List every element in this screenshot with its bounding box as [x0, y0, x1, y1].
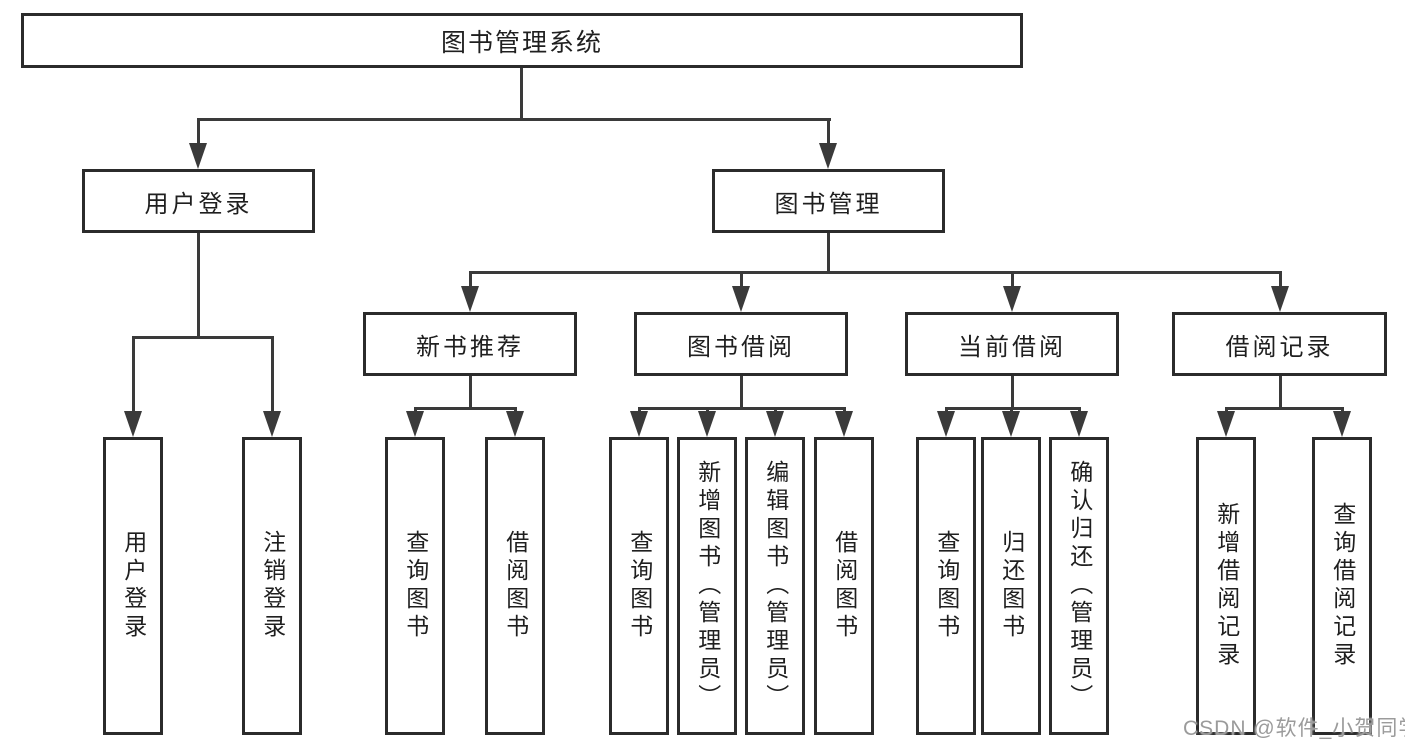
connector-current-borrow-stem — [1011, 376, 1014, 410]
leaf-query-books-2: 查询图书 — [609, 437, 669, 735]
connector-user-login-split — [132, 336, 274, 339]
leaf-edit-books-admin-label: 编辑图书（管理员） — [762, 460, 789, 712]
arrow-down-icon — [1333, 411, 1351, 437]
leaf-query-books: 查询图书 — [385, 437, 445, 735]
node-book-management: 图书管理 — [712, 169, 945, 233]
node-current-borrow-label: 当前借阅 — [958, 333, 1066, 361]
node-user-login: 用户登录 — [82, 169, 315, 233]
connector-to-book-mgmt — [827, 118, 830, 146]
arrow-down-icon — [819, 143, 837, 169]
arrow-down-icon — [461, 286, 479, 312]
leaf-add-books-admin-label: 新增图书（管理员） — [694, 460, 721, 712]
node-library-system-label: 图书管理系统 — [440, 28, 603, 57]
connector-to-new-book — [469, 271, 472, 289]
connector-borrow-record-split — [1225, 407, 1344, 410]
node-book-borrow: 图书借阅 — [634, 312, 848, 376]
node-borrow-records: 借阅记录 — [1172, 312, 1387, 376]
connector-new-book-split — [414, 407, 517, 410]
leaf-user-login-label: 用户登录 — [120, 530, 147, 642]
connector-book-borrow-stem — [740, 376, 743, 410]
leaf-add-borrow-record-label: 新增借阅记录 — [1213, 502, 1240, 670]
arrow-down-icon — [1070, 411, 1088, 437]
connector-to-book-borrow — [740, 271, 743, 289]
leaf-logout-label: 注销登录 — [259, 530, 286, 642]
node-new-book-recommend-label: 新书推荐 — [416, 333, 524, 361]
connector-root-split — [197, 118, 831, 121]
leaf-borrow-books-label: 借阅图书 — [502, 530, 529, 642]
leaf-confirm-return-admin-label: 确认归还（管理员） — [1066, 460, 1093, 712]
connector-user-login-stem — [197, 233, 200, 339]
leaf-query-books-2-label: 查询图书 — [626, 530, 653, 642]
leaf-query-borrow-record-label: 查询借阅记录 — [1329, 502, 1356, 670]
node-book-management-label: 图书管理 — [774, 190, 883, 218]
arrow-down-icon — [1217, 411, 1235, 437]
connector-leaf-stem — [271, 336, 274, 413]
leaf-add-books-admin: 新增图书（管理员） — [677, 437, 737, 735]
arrow-down-icon — [698, 411, 716, 437]
arrow-down-icon — [263, 411, 281, 437]
leaf-query-books-3-label: 查询图书 — [933, 530, 960, 642]
connector-leaf-stem — [132, 336, 135, 413]
arrow-down-icon — [189, 143, 207, 169]
node-borrow-records-label: 借阅记录 — [1225, 333, 1334, 361]
connector-book-mgmt-split — [469, 271, 1282, 274]
connector-to-borrow-record — [1279, 271, 1282, 289]
node-new-book-recommend: 新书推荐 — [363, 312, 577, 376]
leaf-borrow-books-2: 借阅图书 — [814, 437, 874, 735]
leaf-edit-books-admin: 编辑图书（管理员） — [745, 437, 805, 735]
node-user-login-label: 用户登录 — [144, 190, 253, 218]
leaf-query-borrow-record: 查询借阅记录 — [1312, 437, 1372, 735]
connector-current-borrow-split — [945, 407, 1081, 410]
leaf-logout: 注销登录 — [242, 437, 302, 735]
arrow-down-icon — [630, 411, 648, 437]
node-book-borrow-label: 图书借阅 — [687, 333, 795, 361]
connector-book-borrow-split — [638, 407, 846, 410]
arrow-down-icon — [506, 411, 524, 437]
connector-to-current-borrow — [1011, 271, 1014, 289]
arrow-down-icon — [732, 286, 750, 312]
arrow-down-icon — [1271, 286, 1289, 312]
leaf-add-borrow-record: 新增借阅记录 — [1196, 437, 1256, 735]
connector-root-stem — [520, 68, 523, 121]
leaf-query-books-label: 查询图书 — [402, 530, 429, 642]
leaf-borrow-books-2-label: 借阅图书 — [831, 530, 858, 642]
connector-borrow-record-stem — [1279, 376, 1282, 410]
leaf-return-books: 归还图书 — [981, 437, 1041, 735]
arrow-down-icon — [1002, 411, 1020, 437]
arrow-down-icon — [937, 411, 955, 437]
arrow-down-icon — [835, 411, 853, 437]
csdn-watermark: CSDN @软件_小贺同学 — [1183, 717, 1405, 740]
connector-to-user-login — [197, 118, 200, 146]
connector-book-mgmt-stem — [827, 233, 830, 274]
leaf-user-login: 用户登录 — [103, 437, 163, 735]
leaf-confirm-return-admin: 确认归还（管理员） — [1049, 437, 1109, 735]
arrow-down-icon — [1003, 286, 1021, 312]
node-library-system: 图书管理系统 — [21, 13, 1023, 68]
leaf-borrow-books: 借阅图书 — [485, 437, 545, 735]
arrow-down-icon — [124, 411, 142, 437]
arrow-down-icon — [766, 411, 784, 437]
leaf-return-books-label: 归还图书 — [998, 530, 1025, 642]
leaf-query-books-3: 查询图书 — [916, 437, 976, 735]
node-current-borrow: 当前借阅 — [905, 312, 1119, 376]
connector-new-book-stem — [469, 376, 472, 410]
arrow-down-icon — [406, 411, 424, 437]
